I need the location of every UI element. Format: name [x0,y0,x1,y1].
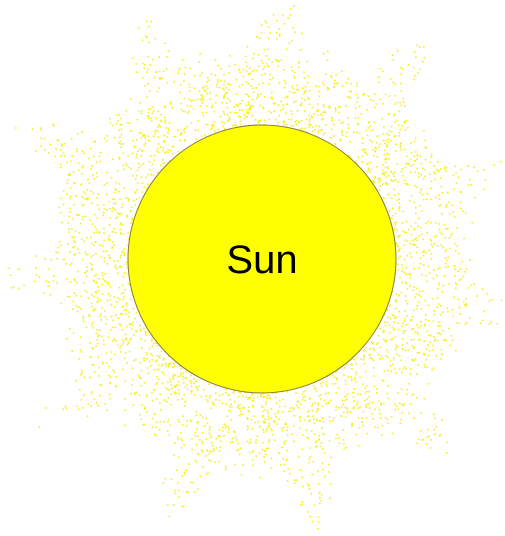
sun-label: Sun [226,238,297,282]
